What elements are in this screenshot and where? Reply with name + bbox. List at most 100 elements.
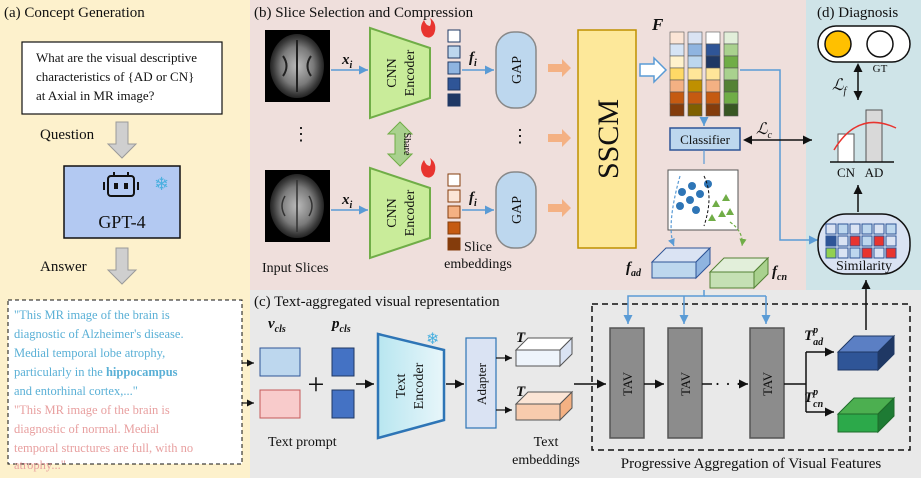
question-line-1: What are the visual descriptive xyxy=(36,50,197,65)
ad-text-line-1: "This MR image of the brain is xyxy=(14,308,170,322)
t-cn-cuboid xyxy=(514,390,574,422)
fire-icon-bottom xyxy=(421,158,436,178)
orange-arrow-1 xyxy=(548,59,571,77)
f-i-bottom: fi xyxy=(469,190,477,209)
f-cn-cuboid xyxy=(708,256,770,290)
f-cn-label: fcn xyxy=(772,264,787,283)
tav-block-3 xyxy=(749,327,785,439)
cn-text-line-2: diagnostic of normal. Medial xyxy=(14,422,160,436)
v-cls-token-cn xyxy=(259,389,301,419)
cnn-encoder-bottom xyxy=(369,166,431,260)
panel-c-title: (c) Text-aggregated visual representatio… xyxy=(254,294,500,310)
tav-dots: · · · xyxy=(715,374,742,394)
similarity-label: Similarity xyxy=(836,259,892,274)
encoder-label-top: Encoder xyxy=(403,49,418,96)
gt-circle xyxy=(866,30,894,58)
tav-block-2 xyxy=(667,327,703,439)
tav-label-1: TAV xyxy=(620,371,635,396)
orange-arrow-2 xyxy=(548,129,571,147)
F-label: F xyxy=(651,15,664,34)
gap-label-top: GAP xyxy=(510,56,525,84)
gap-label-bottom: GAP xyxy=(510,196,525,224)
sscm-label: SSCM xyxy=(592,99,625,179)
question-box xyxy=(21,41,223,115)
cn-text-line-3: temporal structures are full, with no xyxy=(14,441,193,455)
hollow-arrow-icon xyxy=(639,56,668,84)
similarity-matrix xyxy=(825,223,897,259)
ad-label: AD xyxy=(865,165,884,180)
text-encoder-label-2: Encoder xyxy=(412,362,427,409)
encoder-label-bottom: Encoder xyxy=(403,189,418,236)
vertical-dots-slices: ⋮ xyxy=(292,124,310,144)
v-cls-label: vcls xyxy=(268,316,286,335)
slice-label: Slice xyxy=(464,240,492,255)
slice-embedding-top xyxy=(447,29,461,107)
text-encoder xyxy=(376,332,446,440)
input-slices-label: Input Slices xyxy=(262,261,329,276)
ad-text-line-2: diagnostic of Alzheimer's disease. xyxy=(14,327,184,341)
text-label: Text xyxy=(534,435,559,450)
text-prompt-label: Text prompt xyxy=(268,435,337,450)
progressive-label: Progressive Aggregation of Visual Featur… xyxy=(621,456,882,472)
gpt4-box xyxy=(63,165,181,239)
v-cls-token-ad xyxy=(259,347,301,377)
question-label: Question xyxy=(40,127,95,143)
text-embeddings-label: embeddings xyxy=(512,453,580,468)
adapter-label: Adapter xyxy=(474,362,489,405)
scatter-cn-points xyxy=(708,194,734,221)
adapter-block xyxy=(465,337,497,429)
vertical-dots-gap: ⋮ xyxy=(511,126,529,146)
prediction-circle xyxy=(824,30,852,58)
panel-d-title: (d) Diagnosis xyxy=(817,5,898,21)
panel-a-title: (a) Concept Generation xyxy=(4,5,145,21)
embeddings-label: embeddings xyxy=(444,257,512,272)
tp-ad-cuboid xyxy=(836,334,896,372)
ad-text-line-3: Medial temporal lobe atrophy, xyxy=(14,346,165,360)
panel-b-title: (b) Slice Selection and Compression xyxy=(254,5,474,21)
text-encoder-label-1: Text xyxy=(394,374,409,399)
gpt4-label: GPT-4 xyxy=(98,212,145,232)
tp-cn-cuboid xyxy=(836,396,896,434)
cn-label: CN xyxy=(837,165,856,180)
loss-c-label: ℒc xyxy=(756,121,773,141)
fire-icon-top xyxy=(421,18,436,38)
sscm-block xyxy=(577,29,637,249)
answer-label: Answer xyxy=(40,259,87,275)
concept-text-box xyxy=(7,299,243,465)
classifier-label: Classifier xyxy=(680,132,730,147)
feature-matrix-F xyxy=(669,31,739,117)
classifier-box xyxy=(669,127,741,151)
cn-bar xyxy=(837,133,855,163)
share-label: Share xyxy=(401,133,412,156)
ad-text-line-4: particularly in the hippocampus xyxy=(14,365,178,379)
x-i-bottom: xi xyxy=(341,192,353,211)
p-cls-token-2 xyxy=(331,389,355,419)
f-ad-label: fad xyxy=(626,260,642,279)
cnn-label-top: CNN xyxy=(385,58,400,88)
cnn-encoder-top xyxy=(369,26,431,120)
gt-label: GT xyxy=(873,63,888,75)
down-arrow-icon xyxy=(106,121,138,159)
tav-label-2: TAV xyxy=(678,371,693,396)
tav-block-1 xyxy=(609,327,645,439)
down-arrow-icon-2 xyxy=(106,247,138,285)
snowflake-icon: ❄ xyxy=(154,174,169,195)
loss-f-label: ℒf xyxy=(832,77,848,97)
p-cls-label: pcls xyxy=(330,316,351,335)
gap-top xyxy=(495,31,537,109)
ad-text-line-5: and entorhinal cortex,..." xyxy=(14,384,138,398)
robot-icon xyxy=(103,172,139,197)
p-cls-token-1 xyxy=(331,347,355,377)
slice-embedding-bottom xyxy=(447,173,461,251)
scatter-ad-points xyxy=(676,180,712,214)
gap-bottom xyxy=(495,171,537,249)
plus-icon: + xyxy=(308,368,325,401)
probability-curve xyxy=(833,121,897,151)
orange-arrow-3 xyxy=(548,199,571,217)
f-ad-cuboid xyxy=(650,246,712,280)
cn-text-line-4: atrophy..." xyxy=(14,458,66,472)
ad-bar xyxy=(865,109,883,163)
